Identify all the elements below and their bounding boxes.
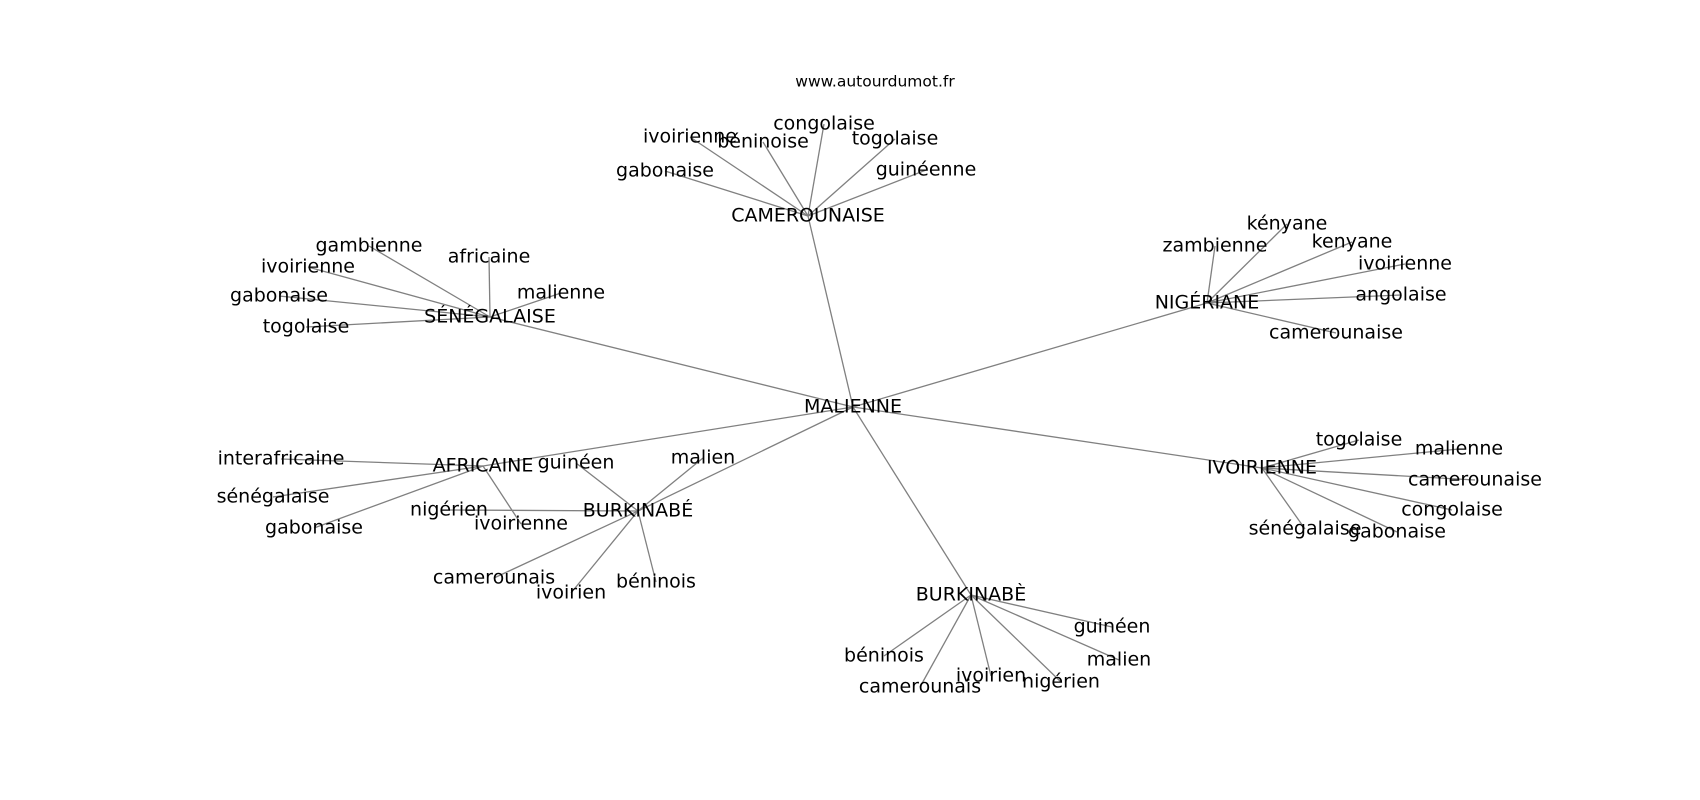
edge-ivoirienne-iv_togolaise — [1261, 439, 1360, 469]
hub-node-burkinabe1[interactable]: BURKINABÉ — [583, 499, 693, 522]
edge-nigeriane-nig_zambienne — [1206, 245, 1216, 304]
edge-burkinabe2-bk2_guineen — [970, 594, 1113, 628]
edge-burkinabe2-bk2_ivoirien — [970, 594, 992, 677]
edge-malienne-camerounaise — [807, 215, 854, 408]
edge-camerounaise-cam_beninoise — [762, 141, 809, 217]
edge-layer — [272, 123, 1476, 688]
edge-senegalaise-sen_gambienne — [368, 245, 491, 318]
edge-senegalaise-sen_togolaise — [305, 316, 491, 328]
edge-burkinabe2-bk2_malien — [970, 594, 1120, 661]
leaf-node-sen-malienne[interactable]: malienne — [517, 282, 605, 304]
leaf-node-iv-gabonaise[interactable]: gabonaise — [1348, 521, 1446, 543]
leaf-node-bk1-ivoirien[interactable]: ivoirien — [536, 582, 606, 604]
edge-burkinabe1-bk1_ivoirien — [570, 510, 639, 594]
edge-senegalaise-sen_gabonaise — [278, 295, 491, 318]
hub-node-malienne[interactable]: MALIENNE — [804, 396, 902, 418]
leaf-node-sen-africaine[interactable]: africaine — [448, 246, 531, 268]
edge-camerounaise-cam_guineenne — [807, 169, 927, 217]
leaf-node-nig-angolaise[interactable]: angolaise — [1355, 284, 1446, 306]
edge-camerounaise-cam_ivoirienne — [689, 136, 809, 217]
leaf-node-iv-congolaise[interactable]: congolaise — [1401, 499, 1503, 521]
leaf-node-bk2-camerounais[interactable]: camerounais — [859, 676, 981, 698]
edge-malienne-nigeriane — [852, 302, 1208, 408]
edge-nigeriane-nig_camerounaise — [1206, 302, 1337, 334]
leaf-node-nig-ivoirienne[interactable]: ivoirienne — [1358, 253, 1452, 275]
leaf-node-bk2-malien[interactable]: malien — [1087, 649, 1151, 671]
edge-burkinabe1-bk1_nigerien — [448, 509, 639, 512]
site-watermark: www.autourdumot.fr — [795, 73, 955, 91]
hub-node-africaine[interactable]: AFRICAINE — [433, 455, 534, 477]
leaf-node-cam-congolaise[interactable]: congolaise — [773, 113, 875, 135]
edge-nigeriane-nig_kenyane — [1206, 241, 1353, 304]
hub-node-camerounaise[interactable]: CAMEROUNAISE — [731, 205, 885, 227]
leaf-node-sen-togolaise[interactable]: togolaise — [263, 316, 350, 338]
leaf-node-bk2-ivoirien[interactable]: ivoirien — [956, 665, 1026, 687]
leaf-node-afr-interafricaine[interactable]: interafricaine — [218, 448, 345, 470]
edge-ivoirienne-iv_senegalaise — [1261, 467, 1306, 530]
edge-africaine-afr_interafricaine — [280, 458, 484, 467]
leaf-node-sen-ivoirienne[interactable]: ivoirienne — [261, 256, 355, 278]
edge-ivoirienne-iv_congolaise — [1261, 467, 1453, 511]
hub-node-burkinabe2[interactable]: BURKINABÈ — [916, 583, 1026, 606]
edge-africaine-afr_senegalaise — [272, 465, 484, 498]
leaf-node-bk1-malien[interactable]: malien — [671, 447, 735, 469]
edge-africaine-afr_ivoirienne — [482, 465, 522, 525]
leaf-node-sen-gabonaise[interactable]: gabonaise — [230, 285, 328, 307]
leaf-node-iv-camerounaise[interactable]: camerounaise — [1408, 469, 1542, 491]
edge-senegalaise-sen_malienne — [489, 292, 562, 318]
edge-senegalaise-sen_africaine — [488, 256, 491, 318]
edge-malienne-ivoirienne — [852, 406, 1263, 469]
hub-node-ivoirienne[interactable]: IVOIRIENNE — [1207, 457, 1317, 479]
leaf-node-nig-camerounaise[interactable]: camerounaise — [1269, 322, 1403, 344]
leaf-node-afr-senegalaise[interactable]: sénégalaise — [217, 486, 330, 508]
leaf-node-bk2-guineen[interactable]: guinéen — [1074, 616, 1151, 638]
leaf-node-bk1-beninois[interactable]: béninois — [616, 571, 696, 593]
leaf-node-bk2-nigerien[interactable]: nigérien — [1022, 671, 1100, 693]
edge-africaine-afr_gabonaise — [313, 465, 484, 529]
edge-nigeriane-nig_angolaise — [1206, 294, 1402, 304]
edge-burkinabe1-bk1_malien — [637, 457, 704, 512]
leaf-node-cam-gabonaise[interactable]: gabonaise — [616, 160, 714, 182]
edge-nigeriane-nig_kenyane_acc — [1206, 223, 1288, 304]
leaf-node-nig-zambienne[interactable]: zambienne — [1163, 235, 1268, 257]
leaf-node-cam-guineenne[interactable]: guinéenne — [876, 159, 977, 181]
leaf-node-bk1-nigerien[interactable]: nigérien — [410, 499, 488, 521]
leaf-node-bk1-camerounais[interactable]: camerounais — [433, 567, 555, 589]
leaf-node-cam-beninoise[interactable]: béninoise — [717, 131, 809, 153]
leaf-node-iv-malienne[interactable]: malienne — [1415, 438, 1503, 460]
leaf-node-sen-gambienne[interactable]: gambienne — [315, 235, 422, 257]
edge-burkinabe2-bk2_nigerien — [970, 594, 1062, 683]
edge-camerounaise-cam_gabonaise — [664, 170, 809, 217]
edge-burkinabe1-bk1_beninois — [637, 510, 657, 583]
leaf-node-iv-senegalaise[interactable]: sénégalaise — [1249, 518, 1362, 540]
leaf-node-cam-ivoirienne[interactable]: ivoirienne — [643, 126, 737, 148]
leaf-node-afr-ivoirienne[interactable]: ivoirienne — [474, 513, 568, 535]
leaf-node-bk1-guineen[interactable]: guinéen — [538, 452, 615, 474]
leaf-node-bk2-beninois[interactable]: béninois — [844, 645, 924, 667]
edge-ivoirienne-iv_gabonaise — [1261, 467, 1398, 533]
edge-malienne-burkinabe2 — [852, 406, 972, 596]
edge-malienne-africaine — [482, 406, 854, 467]
hub-node-nigeriane[interactable]: NIGÉRIANE — [1155, 291, 1260, 314]
edge-ivoirienne-iv_camerounaise — [1261, 467, 1476, 481]
edge-burkinabe1-bk1_guineen — [575, 462, 639, 512]
edge-ivoirienne-iv_malienne — [1261, 448, 1460, 469]
label-layer: MALIENNE CAMEROUNAISE ivoirienne congolaise… — [217, 113, 1542, 698]
edge-camerounaise-cam_congolaise — [807, 123, 825, 217]
edge-burkinabe2-bk2_beninois — [883, 594, 972, 657]
edge-burkinabe2-bk2_camerounais — [919, 594, 972, 688]
leaf-node-nig-kenyane-acc[interactable]: kényane — [1247, 213, 1328, 235]
hub-node-senegalaise[interactable]: SÉNÉGALAISE — [424, 305, 556, 328]
leaf-node-afr-gabonaise[interactable]: gabonaise — [265, 517, 363, 539]
edge-nigeriane-nig_ivoirienne — [1206, 263, 1406, 304]
edge-camerounaise-cam_togolaise — [807, 138, 896, 217]
leaf-node-iv-togolaise[interactable]: togolaise — [1316, 429, 1403, 451]
leaf-node-cam-togolaise[interactable]: togolaise — [852, 128, 939, 150]
edge-malienne-burkinabe1 — [637, 406, 854, 512]
edge-burkinabe1-bk1_camerounais — [493, 510, 639, 579]
edge-malienne-senegalaise — [489, 316, 854, 408]
edge-senegalaise-sen_ivoirienne — [307, 266, 491, 318]
leaf-node-nig-kenyane[interactable]: kenyane — [1312, 231, 1393, 253]
